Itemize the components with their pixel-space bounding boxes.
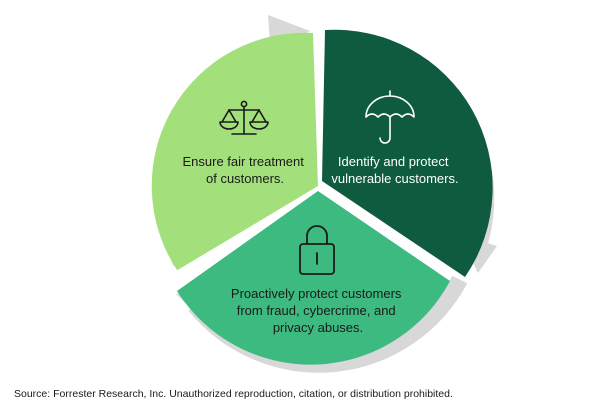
segment-vulnerable-customers: [322, 29, 493, 277]
segment-fair-treatment-line-2: of customers.: [206, 171, 284, 186]
scales-icon: [219, 100, 269, 135]
source-note: Source: Forrester Research, Inc. Unautho…: [14, 388, 453, 400]
segment-fair-treatment: [151, 32, 318, 271]
cycle-segments: [151, 29, 493, 365]
segment-vulnerable-customers-line-2: vulnerable customers.: [331, 171, 458, 186]
segment-fair-treatment-line-1: Ensure fair treatment: [182, 154, 304, 169]
segment-fair-treatment-text: Ensure fair treatment of customers.: [182, 154, 307, 186]
segment-fraud-protection-line-1: Proactively protect customers: [231, 286, 402, 301]
cycle-diagram: Ensure fair treatment of customers. Iden…: [151, 15, 497, 373]
umbrella-icon: [365, 90, 415, 144]
segment-vulnerable-customers-line-1: Identify and protect: [338, 154, 449, 169]
segment-fraud-protection-line-3: privacy abuses.: [273, 320, 363, 335]
segment-fraud-protection-line-2: from fraud, cybercrime, and: [237, 303, 396, 318]
padlock-icon: [299, 225, 335, 275]
segment-fraud-protection-text: Proactively protect customers from fraud…: [231, 286, 405, 335]
segment-fraud-protection: [177, 191, 450, 365]
segment-vulnerable-customers-text: Identify and protect vulnerable customer…: [331, 154, 458, 186]
